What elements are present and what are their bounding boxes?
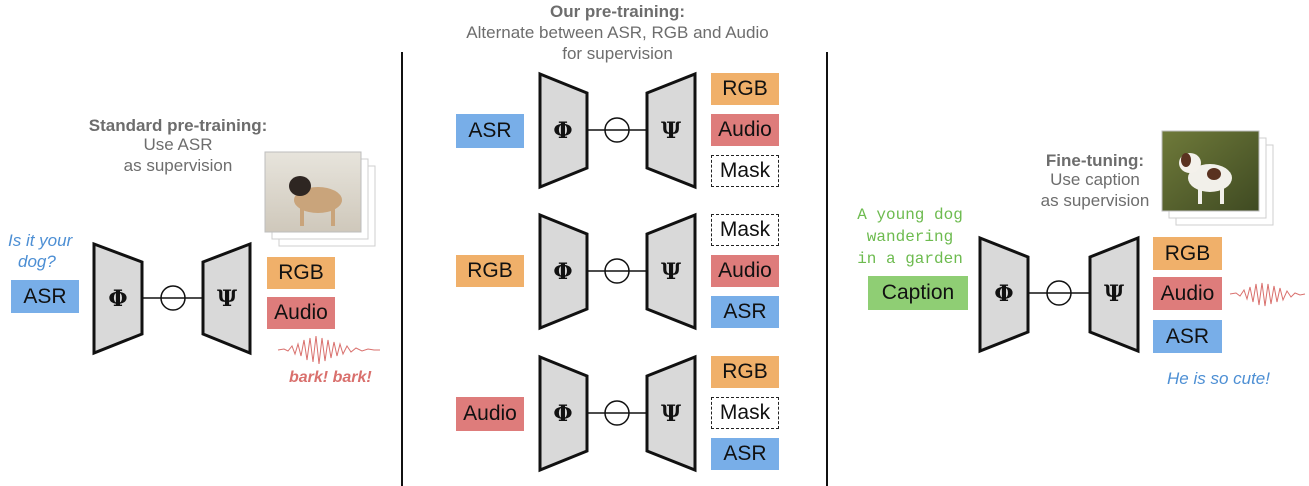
- left-title-line2: as supervision: [123, 156, 233, 175]
- right-title-line1: Use caption: [1050, 170, 1140, 189]
- row2-output-mask: Mask: [711, 214, 779, 246]
- middle-title-bold: Our pre-training:: [549, 2, 686, 21]
- row3-input-audio: Audio: [456, 397, 524, 431]
- right-psi-symbol: Ψ: [1104, 281, 1124, 307]
- right-phi-symbol: Φ: [994, 281, 1013, 307]
- row2-input-rgb: RGB: [456, 255, 524, 287]
- right-asr-output: ASR: [1153, 320, 1222, 353]
- row1-output-audio: Audio: [711, 114, 779, 146]
- row1-phi-symbol: Φ: [553, 118, 572, 144]
- right-title-bold: Fine-tuning:: [1045, 151, 1145, 170]
- left-title-line1: Use ASR: [143, 135, 213, 154]
- divider-left: [401, 52, 403, 486]
- row1-input-asr: ASR: [456, 114, 524, 148]
- left-encoder: [92, 241, 144, 356]
- left-image-stack: [264, 151, 376, 247]
- right-encoder-decoder: Φ Ψ: [978, 235, 1140, 354]
- row2-psi-symbol: Ψ: [661, 259, 681, 285]
- left-asr-input: ASR: [11, 280, 79, 313]
- left-encoder-decoder: Φ Ψ: [92, 241, 252, 356]
- row2-output-asr: ASR: [711, 296, 779, 328]
- right-caption-input: Caption: [868, 276, 968, 310]
- left-sound-label: bark! bark!: [289, 369, 372, 386]
- row3-psi-symbol: Ψ: [661, 401, 681, 427]
- row3-phi-symbol: Φ: [553, 401, 572, 427]
- right-image-stack: [1161, 130, 1274, 226]
- row1-psi-symbol: Ψ: [661, 118, 681, 144]
- caption-line2: wandering: [866, 228, 954, 246]
- left-psi-symbol: Ψ: [217, 286, 237, 312]
- left-speech-line2: dog?: [18, 252, 56, 271]
- right-title-line2: as supervision: [1040, 191, 1150, 210]
- middle-title-line2: for supervision: [562, 44, 673, 63]
- left-waveform: [277, 335, 380, 365]
- left-rgb-output: RGB: [267, 257, 335, 289]
- middle-title-line1: Alternate between ASR, RGB and Audio: [466, 23, 769, 42]
- row3-output-asr: ASR: [711, 438, 779, 470]
- row3-output-rgb: RGB: [711, 356, 779, 388]
- row3-output-mask: Mask: [711, 397, 779, 429]
- left-speech-line1: Is it your: [8, 231, 73, 250]
- left-decoder: [201, 241, 252, 356]
- row1-output-mask: Mask: [711, 155, 779, 187]
- right-speech-label: He is so cute!: [1167, 369, 1270, 388]
- row2-phi-symbol: Φ: [553, 259, 572, 285]
- row1-output-rgb: RGB: [711, 73, 779, 105]
- middle-row-1-model: Φ Ψ: [538, 71, 697, 190]
- right-audio-output: Audio: [1153, 277, 1222, 310]
- divider-right: [826, 52, 828, 486]
- middle-row-3-model: Φ Ψ: [538, 354, 697, 473]
- caption-line3: in a garden: [857, 250, 963, 268]
- right-waveform: [1229, 282, 1306, 307]
- left-phi-symbol: Φ: [108, 286, 127, 312]
- middle-row-2-model: Φ Ψ: [538, 212, 697, 331]
- row2-output-audio: Audio: [711, 255, 779, 287]
- caption-line1: A young dog: [857, 206, 963, 224]
- left-audio-output: Audio: [267, 297, 335, 329]
- left-title-bold: Standard pre-training:: [88, 116, 268, 135]
- right-rgb-output: RGB: [1153, 237, 1222, 270]
